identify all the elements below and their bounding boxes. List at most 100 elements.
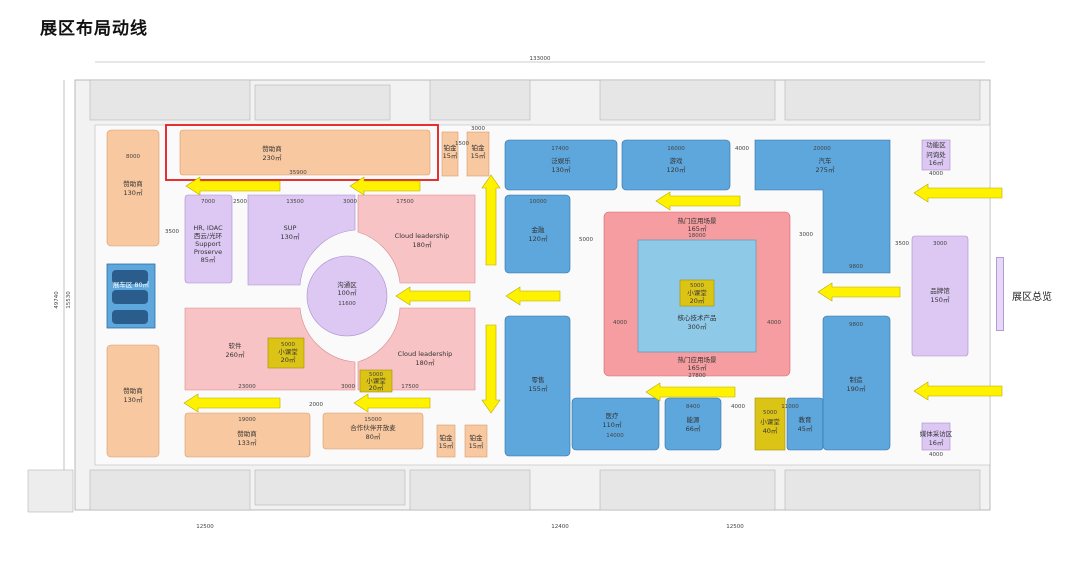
zone-label: 120㎡ — [667, 165, 686, 174]
zone-label: 45㎡ — [798, 424, 813, 433]
dim-label: 12500 — [726, 524, 744, 530]
zone-func: 功能区 问询处 16㎡ — [921, 139, 951, 171]
zone-label: 游戏 — [670, 156, 684, 165]
zone-label: 40㎡ — [763, 426, 778, 435]
dim-label: 8000 — [126, 154, 140, 160]
zone-label: 110㎡ — [603, 420, 622, 429]
legend-label: 展区总览 — [1012, 292, 1052, 303]
flow-arrow-left — [505, 286, 561, 306]
dim-label: 16000 — [667, 146, 685, 152]
flow-arrow-left — [913, 183, 1003, 203]
zone-partner: 合作伙伴开放麦 80㎡ — [322, 412, 424, 450]
zone-label: 合作伙伴开放麦 — [350, 423, 396, 432]
zone-label: 教育 — [799, 415, 813, 424]
zone-label: 媒体采访区 — [920, 429, 953, 438]
zone-label: 赞助商 — [237, 429, 257, 438]
flow-arrow-up — [481, 174, 501, 266]
overall-height-label2: 15530 — [66, 291, 72, 309]
zone-label: 小课堂 — [366, 376, 386, 385]
zone-label: 沟通区 — [337, 280, 357, 289]
flow-arrow-left — [655, 191, 741, 211]
zone-retail: 零售 155㎡ — [504, 315, 571, 457]
dim-label: 4000 — [613, 320, 627, 326]
dim-label: 4000 — [767, 320, 781, 326]
zone-label: 155㎡ — [529, 384, 548, 393]
zone-label: 小课堂 — [687, 288, 707, 297]
dim-label: 3000 — [343, 199, 357, 205]
zone-label: 金融 — [532, 225, 546, 234]
zone-label: 零售 — [532, 375, 545, 384]
zone-label: 汽车 — [819, 156, 833, 165]
zone-class-2: 5000 小课堂 20㎡ — [359, 369, 393, 393]
flow-arrow-left — [817, 282, 901, 302]
zone-label: 展车区 80㎡ — [113, 280, 150, 289]
dim-label: 18000 — [688, 233, 706, 239]
flow-arrow-left — [353, 393, 431, 413]
dim-label: 13500 — [286, 199, 304, 205]
zone-label: 275㎡ — [816, 165, 835, 174]
zone-manufacture: 制造 190㎡ — [822, 315, 891, 451]
zone-label: 120㎡ — [529, 234, 548, 243]
zone-finance: 金融 120㎡ — [504, 194, 571, 274]
zone-brand: 品牌馆 150㎡ — [911, 235, 969, 357]
zone-label: 小课堂 — [278, 347, 298, 356]
zone-gaming: 游戏 120㎡ — [621, 139, 731, 191]
dim-label: 23000 — [238, 384, 256, 390]
flow-arrow-left — [185, 176, 281, 196]
zone-label: 165㎡ — [688, 224, 707, 233]
zone-label: 5000 — [763, 410, 777, 416]
zone-label: 铂金 — [440, 433, 454, 442]
zone-label: 85㎡ — [201, 255, 216, 264]
dim-label: 10000 — [529, 199, 547, 205]
flow-arrow-left — [645, 382, 736, 402]
overall-dimension: 133000 49740 15530 — [54, 56, 985, 500]
zone-label: 20㎡ — [690, 296, 705, 305]
dim-label: 14000 — [606, 433, 624, 439]
zone-label: 热门应用场景 — [678, 216, 718, 225]
dim-label: 12500 — [196, 524, 214, 530]
zone-sup: SUP 130㎡ — [247, 194, 356, 286]
zone-cloud-bottom: Cloud leadership 180㎡ — [357, 307, 476, 391]
dim-label: 35900 — [289, 170, 307, 176]
dim-label: 4000 — [735, 146, 749, 152]
zone-label: 功能区 — [926, 140, 946, 149]
flow-arrow-left — [395, 286, 471, 306]
zone-sponsor-left-top: 赞助商 130㎡ — [106, 129, 160, 247]
zone-label: 15㎡ — [439, 441, 454, 450]
dim-label: 17400 — [551, 146, 569, 152]
zone-label: 130㎡ — [124, 395, 143, 404]
dim-label: 15000 — [364, 417, 382, 423]
zone-label: 热门应用场景 — [678, 355, 718, 364]
zone-small-booth-3: 铂金 15㎡ — [436, 424, 456, 458]
zone-label: 150㎡ — [931, 295, 950, 304]
zone-edu: 教育 45㎡ — [786, 397, 824, 451]
dim-label: 3500 — [895, 241, 909, 247]
zone-label: 赞助商 — [123, 386, 143, 395]
zone-label: 铂金 — [444, 143, 458, 152]
dimension-labels: 7000 2500 13500 3000 17500 3500 3000 150… — [126, 126, 947, 530]
zone-label: Proserve — [194, 248, 222, 256]
zone-label: 小课堂 — [760, 417, 780, 426]
highlight-box — [165, 124, 439, 181]
dim-label: 8400 — [686, 404, 700, 410]
zone-label: 100㎡ — [338, 288, 357, 297]
zone-small-booth-2: 铂金 15㎡ — [466, 131, 490, 177]
zone-sponsor-bottom: 赞助商 133㎡ — [184, 412, 311, 458]
dim-label: 27800 — [688, 373, 706, 379]
dim-label: 19000 — [238, 417, 256, 423]
zone-label: 180㎡ — [413, 240, 432, 249]
page-title: 展区布局动线 — [40, 19, 148, 39]
flow-arrow-left — [349, 176, 421, 196]
zone-label: 核心技术产品 — [678, 313, 717, 322]
zone-label: 软件 — [229, 341, 243, 350]
zone-label: 16㎡ — [929, 438, 944, 447]
dim-label: 1500 — [455, 141, 469, 147]
zone-class-4: 5000 小课堂 40㎡ — [754, 397, 786, 451]
dim-label: 7000 — [201, 199, 215, 205]
zone-sponsor-top: 赞助商 230㎡ 35900 — [165, 124, 439, 181]
zone-label: 66㎡ — [686, 424, 701, 433]
dim-label: 17500 — [396, 199, 414, 205]
dim-label: 11600 — [338, 301, 356, 307]
zone-label: 180㎡ — [416, 358, 435, 367]
zone-label: 80㎡ — [366, 432, 381, 441]
